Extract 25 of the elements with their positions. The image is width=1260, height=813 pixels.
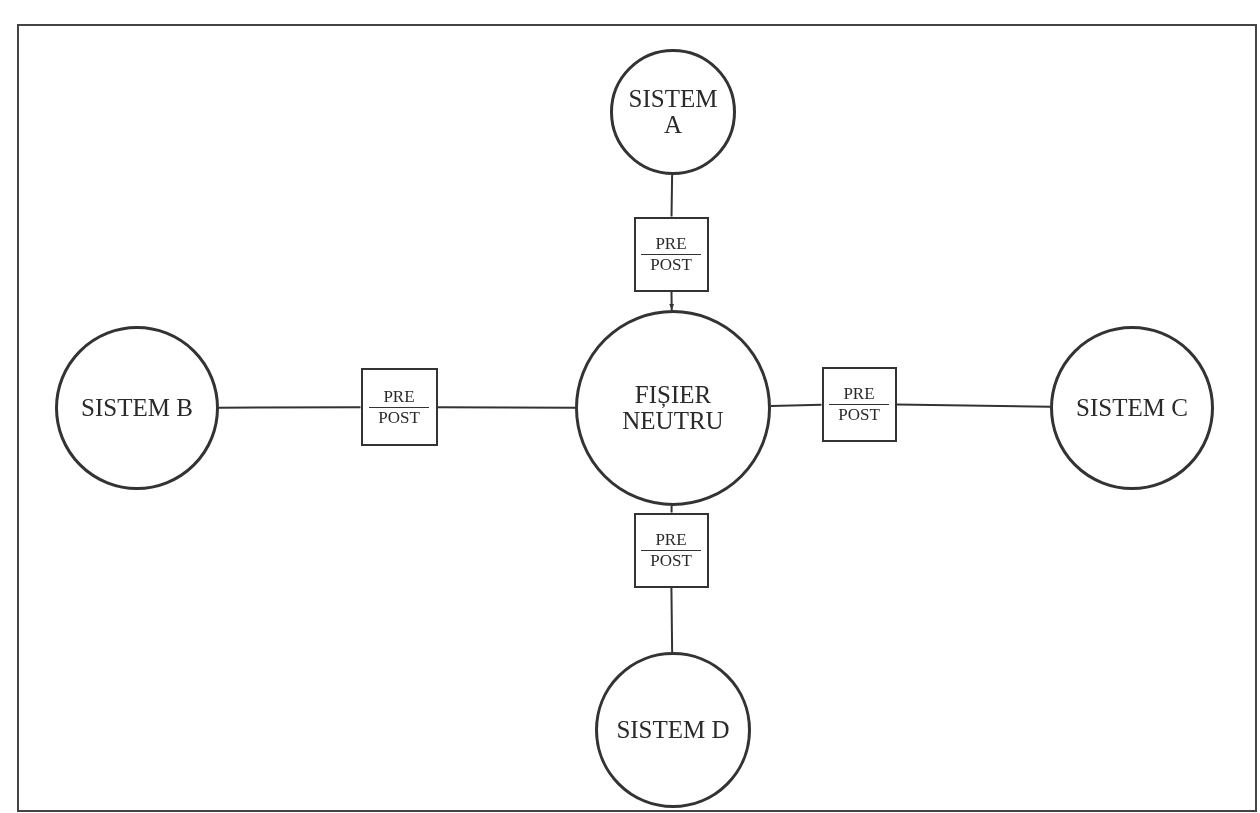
system-label: SISTEM C <box>1075 394 1189 422</box>
connector-line <box>770 403 823 407</box>
connector-line <box>436 406 576 409</box>
system-label: FIȘIER NEUTRU <box>621 381 725 435</box>
converter-label: PRE <box>655 234 687 253</box>
converter-label: PRE <box>843 384 875 403</box>
arrow <box>669 290 675 311</box>
converter-label: POST <box>650 255 692 274</box>
converter-label: PRE <box>655 530 687 549</box>
system-label: SISTEM A <box>627 85 719 139</box>
connector-line <box>670 586 674 653</box>
converter-box <box>633 216 709 292</box>
converter-label: POST <box>378 408 420 427</box>
connector-line <box>670 505 673 514</box>
converter-label: POST <box>650 551 692 570</box>
converter-box <box>633 512 709 588</box>
connector-line <box>895 403 1051 408</box>
system-label: SISTEM B <box>80 394 194 422</box>
connector-line <box>218 406 362 409</box>
converter-box <box>821 366 897 442</box>
converter-box <box>360 368 438 446</box>
connector-line <box>670 174 674 218</box>
system-label: SISTEM D <box>615 716 731 744</box>
converter-label: POST <box>838 405 880 424</box>
converter-label: PRE <box>383 387 415 406</box>
